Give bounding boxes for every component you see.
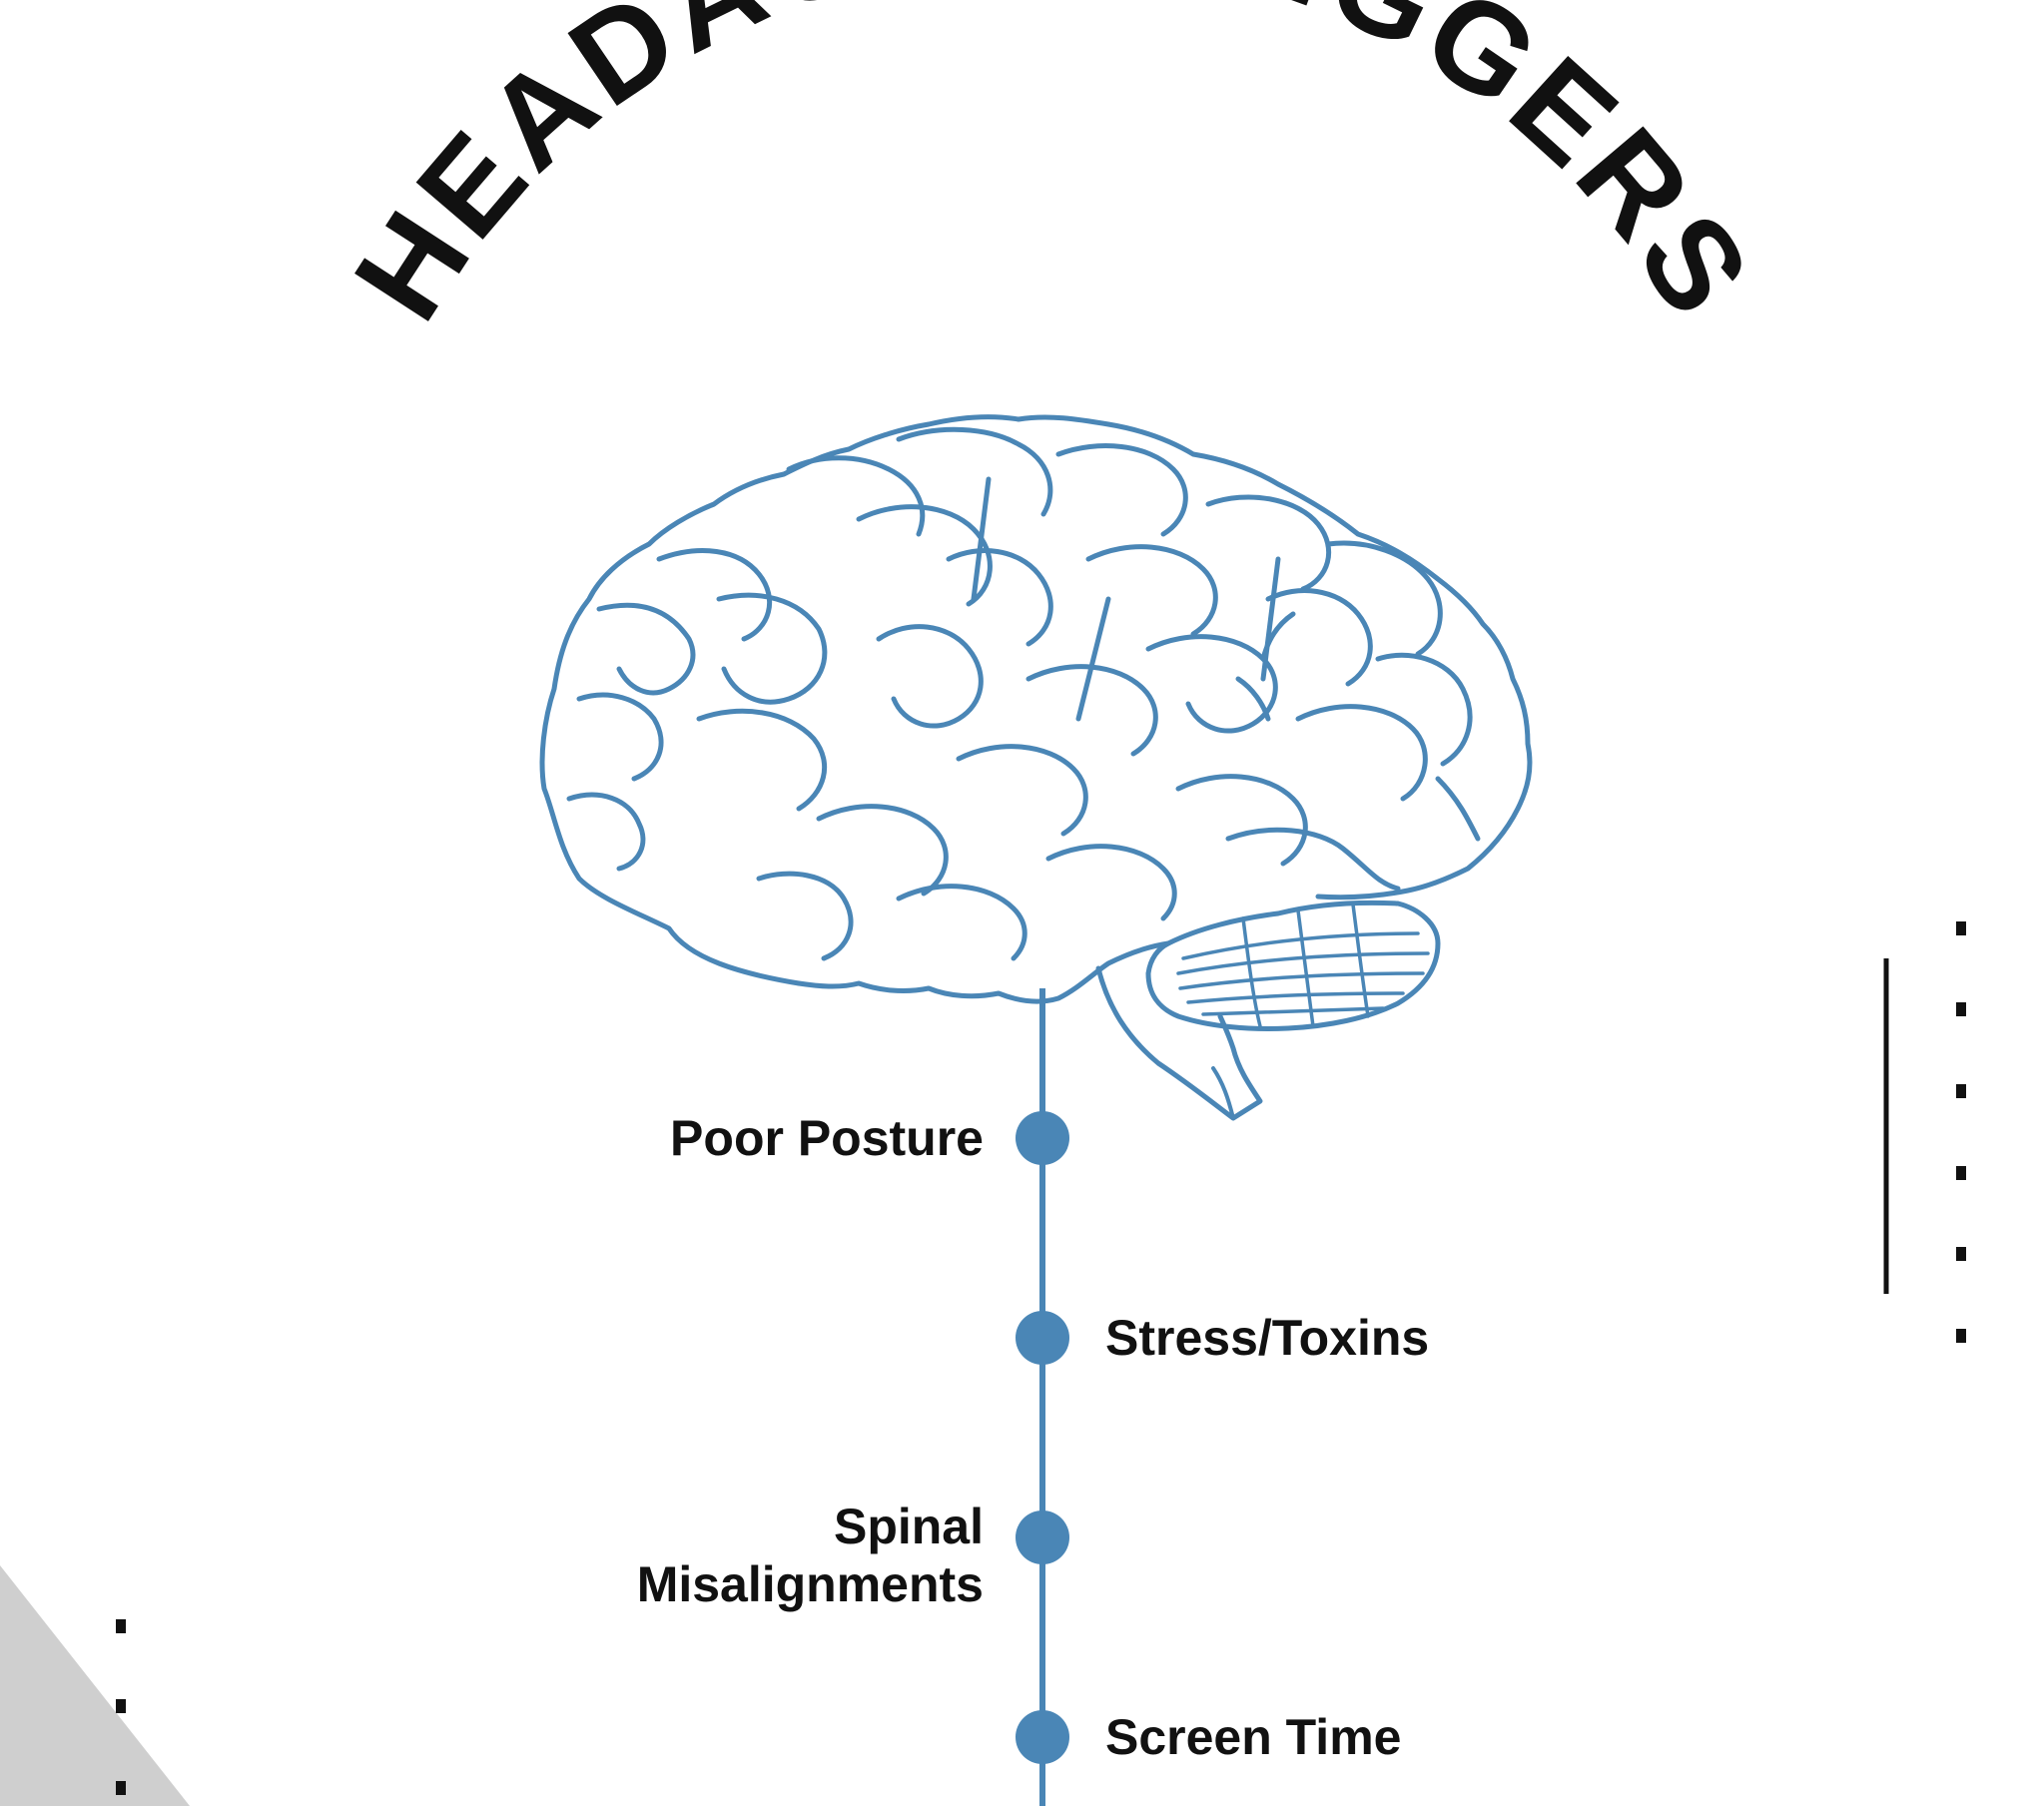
timeline-node-4 (1016, 1710, 1069, 1764)
trigger-label-poor-posture: Poor Posture (670, 1109, 984, 1167)
timeline-node-2 (1016, 1311, 1069, 1365)
trigger-label-spinal-misalignments: Spinal Misalignments (637, 1498, 984, 1613)
left-dots-decoration (116, 1619, 126, 1795)
timeline-node-3 (1016, 1510, 1069, 1564)
trigger-text: Poor Posture (670, 1110, 984, 1166)
trigger-label-screen-time: Screen Time (1105, 1708, 1401, 1766)
trigger-text: Spinal (833, 1499, 984, 1554)
timeline-node-1 (1016, 1111, 1069, 1165)
right-dots-decoration (1956, 921, 1966, 1343)
trigger-text: Misalignments (636, 1556, 984, 1612)
trigger-text: Screen Time (1105, 1709, 1402, 1765)
corner-triangle (0, 1565, 190, 1806)
trigger-label-stress-toxins: Stress/Toxins (1105, 1309, 1429, 1367)
trigger-text: Stress/Toxins (1105, 1310, 1430, 1366)
